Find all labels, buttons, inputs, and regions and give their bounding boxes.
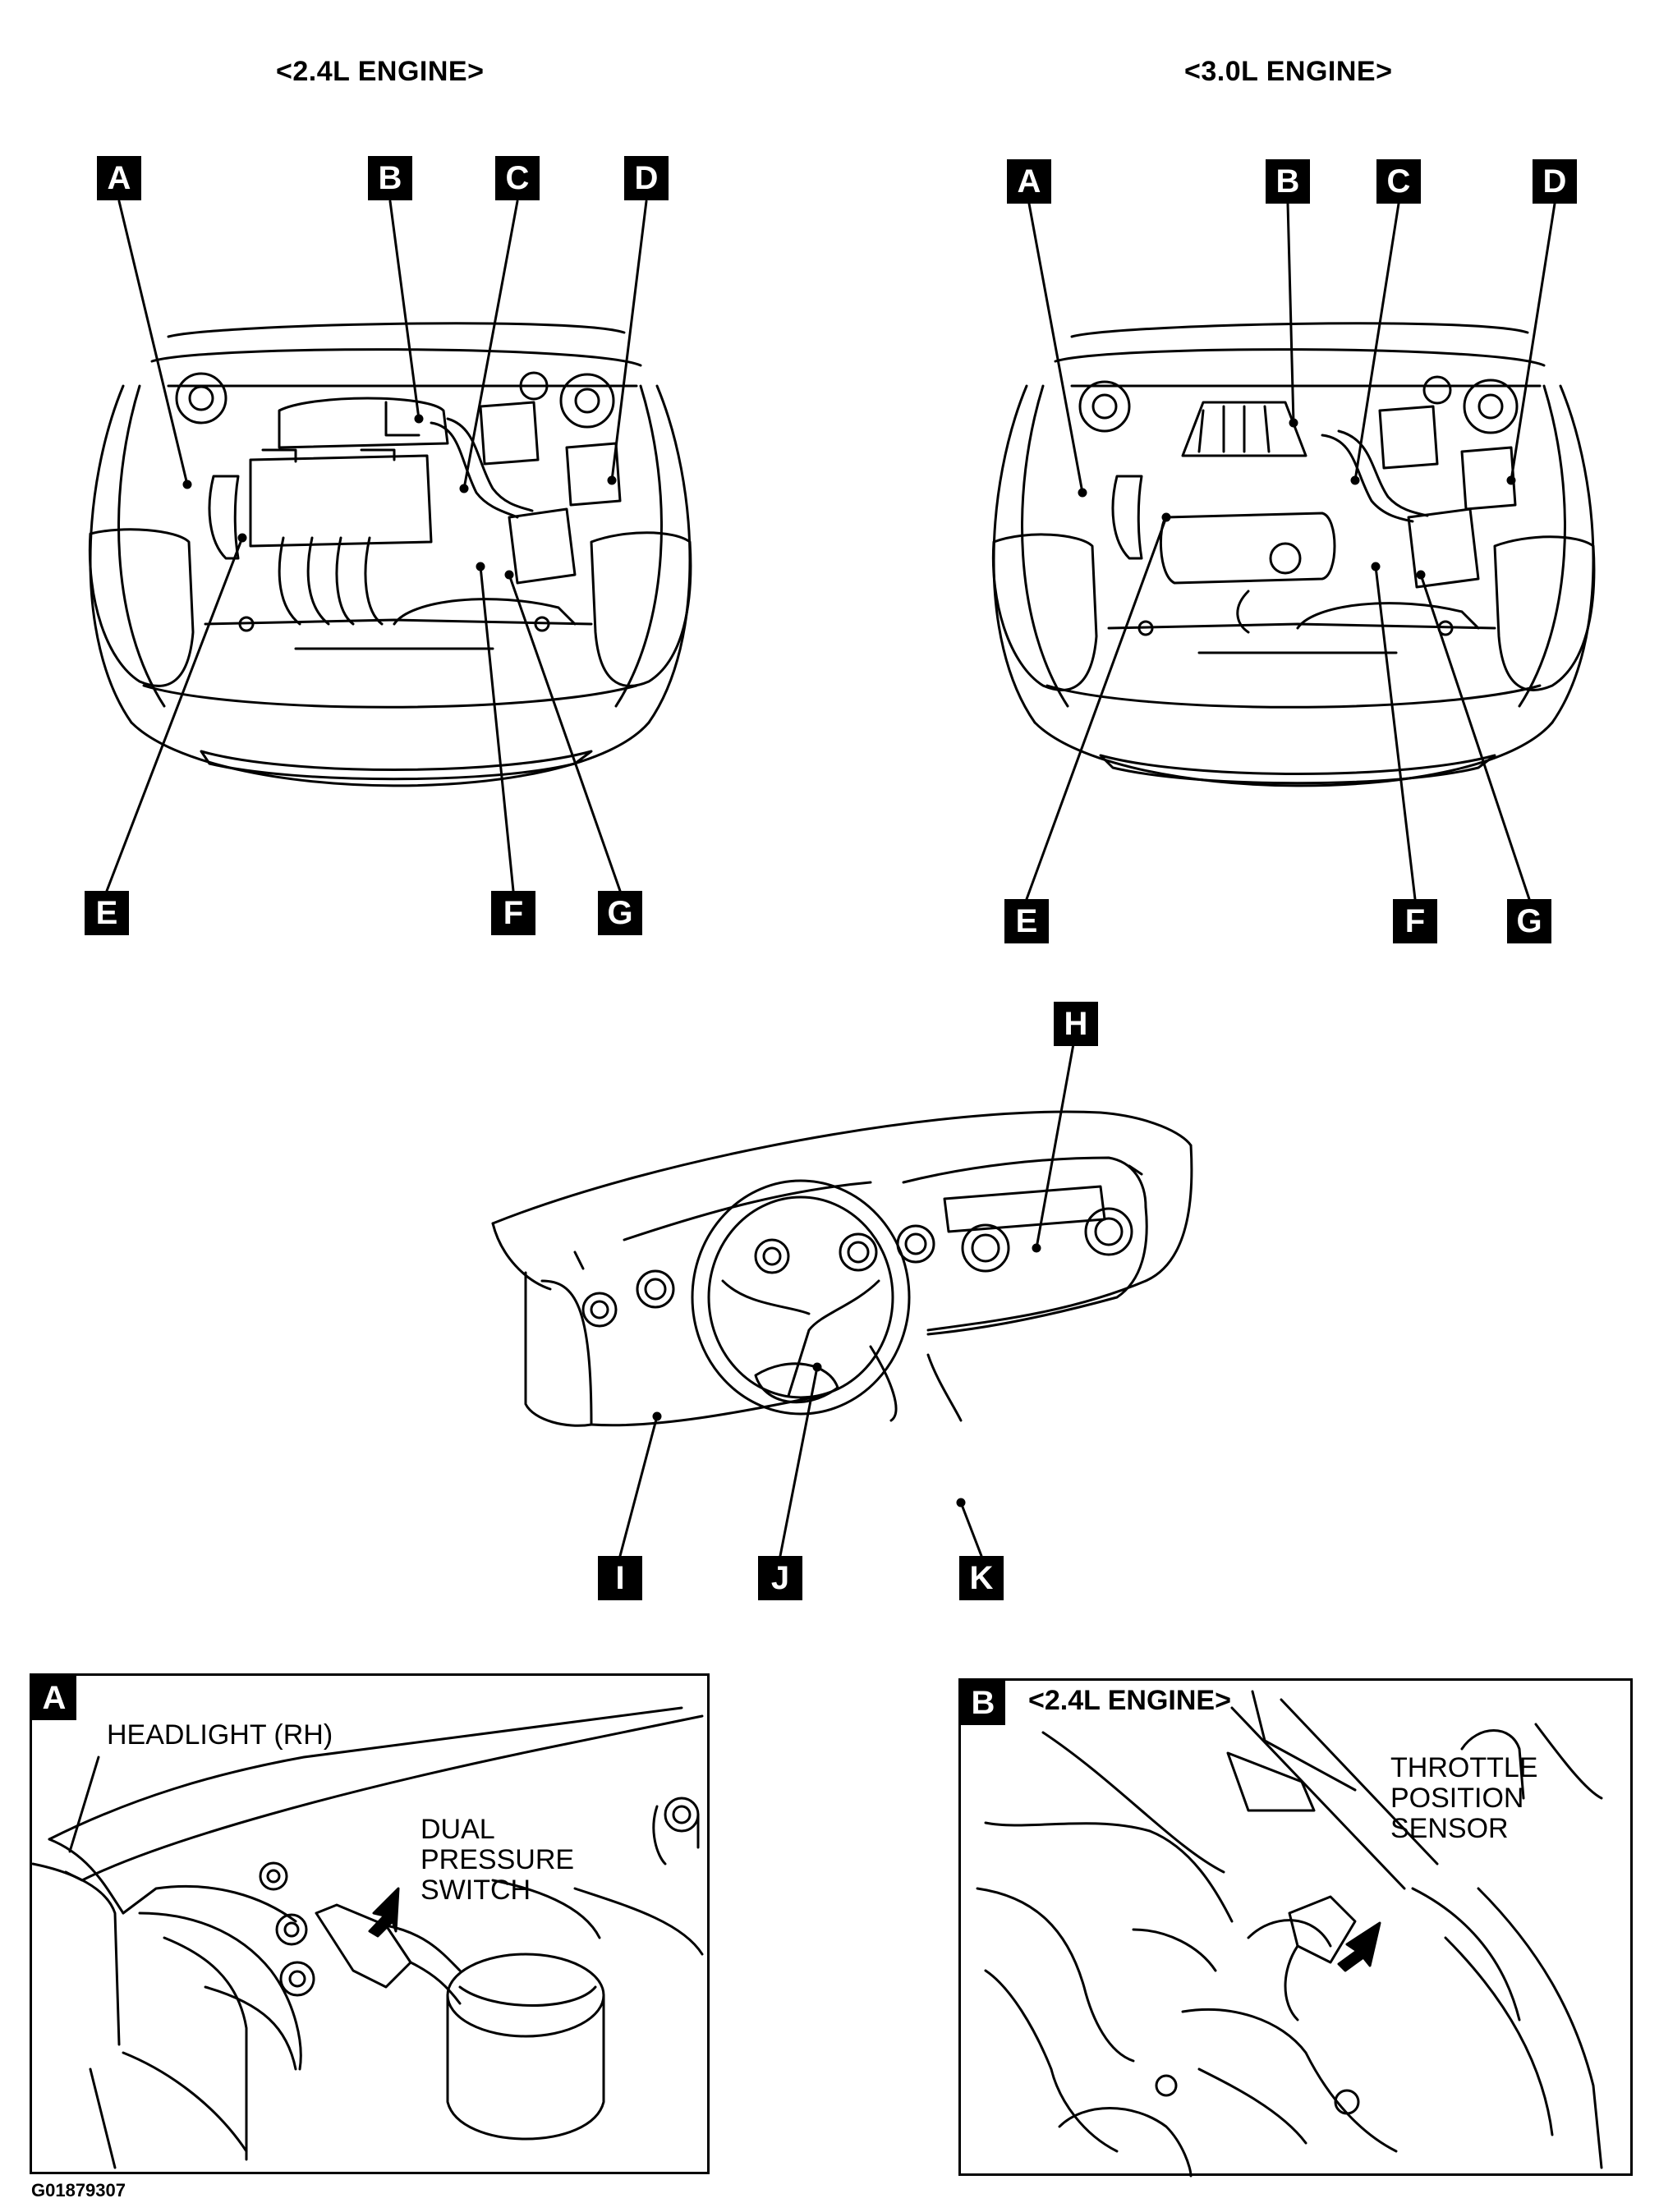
callout-e-2-4l: E [85, 891, 129, 935]
callout-d-2-4l: D [624, 156, 669, 200]
detail-a-label: A [32, 1676, 76, 1720]
sensor-line-2: POSITION [1390, 1783, 1524, 1814]
switch-line-1: DUAL [420, 1814, 495, 1845]
detail-a-art [31, 1706, 704, 2169]
dashboard [491, 1029, 1193, 1558]
callout-a-3-0l: A [1007, 159, 1051, 204]
callout-k: K [959, 1556, 1004, 1600]
callout-c-3-0l: C [1376, 159, 1421, 204]
detail-a-panel [30, 1673, 710, 2174]
sensor-line-3: SENSOR [1390, 1813, 1509, 1844]
engine-title-2-4l: <2.4L ENGINE> [276, 56, 485, 87]
callout-f-3-0l: F [1393, 899, 1437, 943]
callout-h: H [1054, 1002, 1098, 1046]
engine-bay-2-4l [88, 200, 692, 893]
dual-pressure-switch-caption: DUAL PRESSURE SWITCH [420, 1815, 574, 1906]
detail-b-art [976, 1690, 1603, 2178]
callout-d-3-0l: D [1533, 159, 1577, 204]
switch-line-3: SWITCH [420, 1875, 531, 1906]
detail-b-label: B [961, 1681, 1005, 1725]
callout-i: I [598, 1556, 642, 1600]
callout-b-3-0l: B [1266, 159, 1310, 204]
figure-code: G01879307 [31, 2180, 126, 2201]
callout-f-2-4l: F [491, 891, 535, 935]
callout-c-2-4l: C [495, 156, 540, 200]
callout-g-2-4l: G [598, 891, 642, 935]
detail-b-panel [958, 1678, 1633, 2176]
callout-e-3-0l: E [1004, 899, 1049, 943]
callout-a-2-4l: A [97, 156, 141, 200]
switch-line-2: PRESSURE [420, 1844, 575, 1875]
detail-b-engine-title: <2.4L ENGINE> [1028, 1685, 1231, 1716]
engine-title-3-0l: <3.0L ENGINE> [1184, 56, 1393, 87]
callout-b-2-4l: B [368, 156, 412, 200]
callout-g-3-0l: G [1507, 899, 1551, 943]
engine-bay-3-0l [991, 202, 1596, 901]
sensor-line-1: THROTTLE [1390, 1752, 1538, 1783]
throttle-position-sensor-caption: THROTTLE POSITION SENSOR [1390, 1753, 1537, 1844]
callout-j: J [758, 1556, 802, 1600]
headlight-caption: HEADLIGHT (RH) [107, 1719, 333, 1751]
